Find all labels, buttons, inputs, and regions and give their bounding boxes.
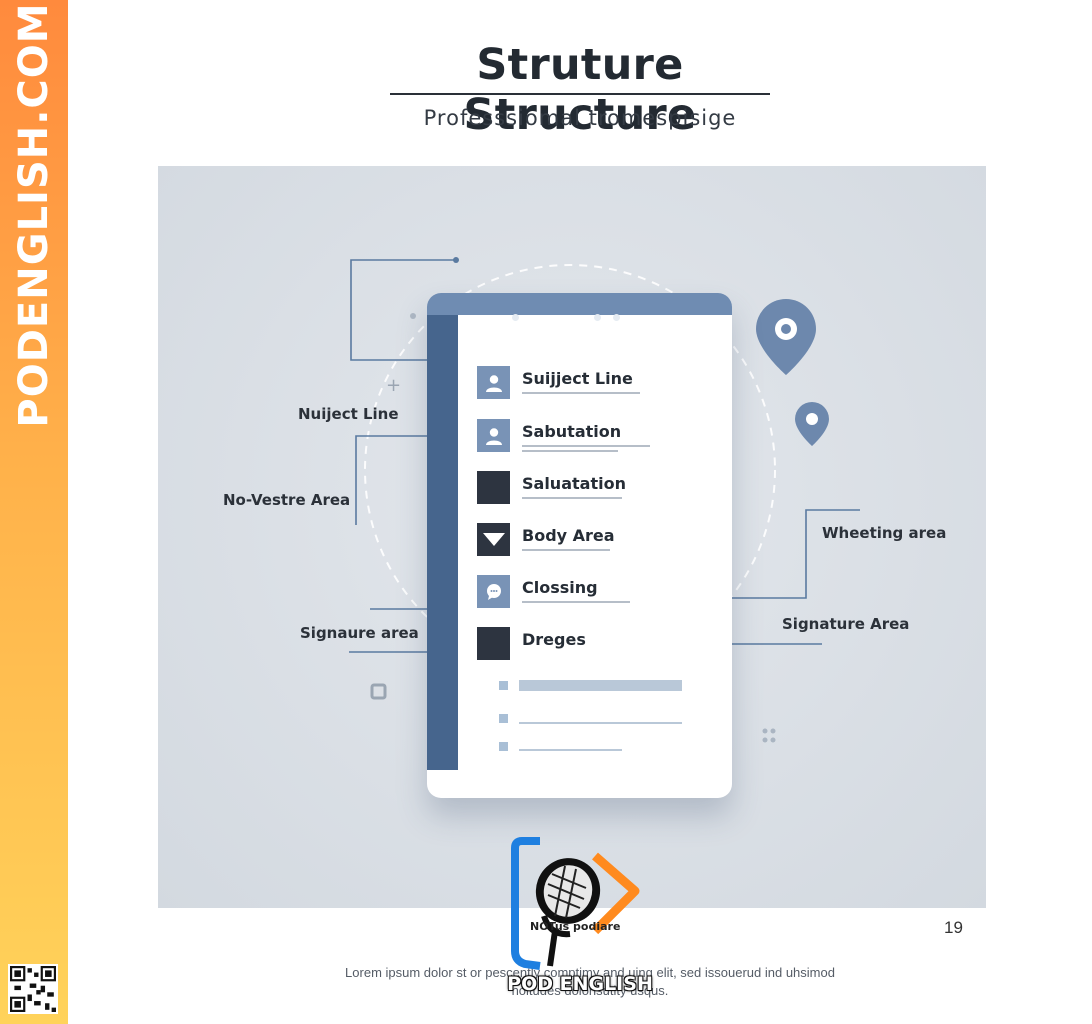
- logo-inline-text: NOTus podiare: [530, 920, 621, 933]
- bullet: [499, 714, 508, 723]
- logo-name: POD ENGLISH: [507, 973, 653, 995]
- document-header-bar: [427, 293, 732, 315]
- placeholder-line: [519, 749, 622, 751]
- row-label: Clossing: [522, 578, 598, 597]
- footer-line: Lorem ipsum dolor st or pescently compti…: [345, 965, 835, 980]
- chat-bubble-icon: [477, 575, 510, 608]
- footer-text: Lorem ipsum dolor st or pescently compti…: [300, 964, 880, 1000]
- bullet: [499, 742, 508, 751]
- header-dot: [613, 314, 620, 321]
- page-number: 19: [944, 918, 963, 937]
- qr-code-icon: [8, 964, 58, 1014]
- callout-label: No-Vestre Area: [223, 491, 351, 509]
- row-label: Sabutation: [522, 422, 622, 441]
- brand-sidebar: PODENGLISH.COM: [0, 0, 68, 1024]
- callout-label: Wheeting area: [822, 524, 947, 542]
- caret-down-icon: [477, 523, 510, 556]
- callout-label: Signature Area: [782, 615, 910, 633]
- footer-line: noltudes dolonsutity usqus.: [511, 983, 669, 998]
- bullet: [499, 681, 508, 690]
- square-icon: [477, 627, 510, 660]
- placeholder-bar: [519, 680, 682, 691]
- title-underline: [390, 93, 770, 95]
- page-subtitle: Professsiomal tromespisige: [423, 106, 737, 130]
- callout-label: Signaure area: [300, 624, 419, 642]
- user-icon: [477, 419, 510, 452]
- row-label: Suijject Line: [522, 369, 633, 388]
- document-spine: [427, 315, 458, 770]
- svg-text:+: +: [386, 375, 401, 396]
- placeholder-line: [519, 722, 682, 724]
- header-dot: [512, 314, 519, 321]
- square-icon: [477, 471, 510, 504]
- row-label: Saluatation: [522, 474, 626, 493]
- user-icon: [477, 366, 510, 399]
- map-pin-icon: [756, 299, 816, 375]
- row-label: Dreges: [522, 630, 586, 649]
- letter-document: Suijject Line Sabutation Saluatation Bod…: [427, 293, 732, 798]
- callout-label: Nuiject Line: [298, 405, 399, 423]
- page-title: Struture Structure: [463, 40, 697, 140]
- row-label: Body Area: [522, 526, 615, 545]
- microphone-logo-icon: [511, 837, 640, 970]
- header-dot: [594, 314, 601, 321]
- map-pin-small-icon: [795, 402, 829, 446]
